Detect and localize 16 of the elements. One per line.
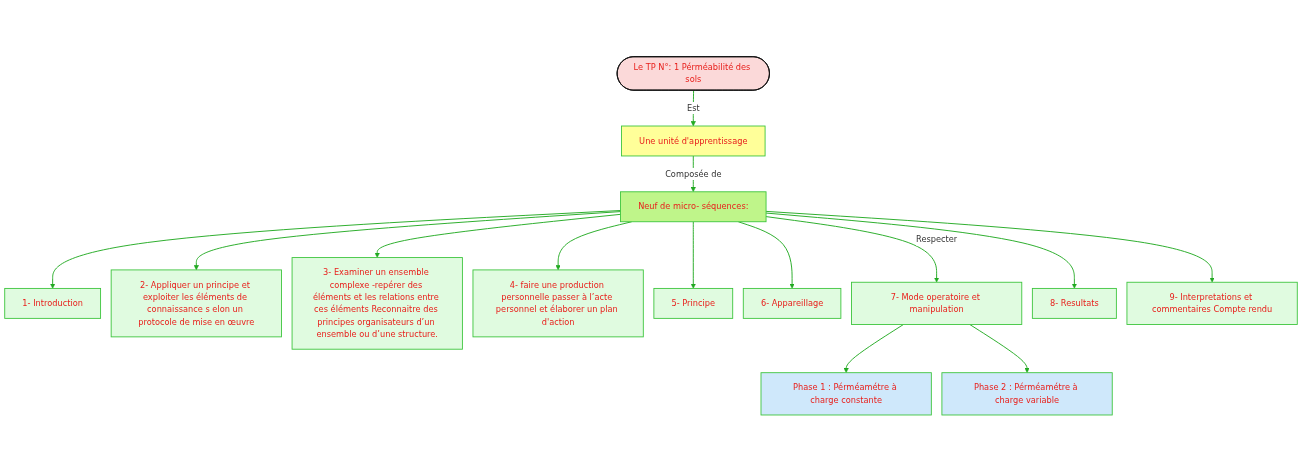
node-box: Neuf de micro- séquences: <box>620 191 767 222</box>
node-box: Phase 1 : Pérméamétre à charge constante <box>760 371 932 416</box>
edge-label: Respecter <box>916 234 958 244</box>
node-box: 1- Introduction <box>4 287 101 319</box>
edge-label: Composée de <box>665 168 722 178</box>
node-box: 9- Interpretations et commentaires Compte rendu <box>1126 281 1298 325</box>
node-box: Phase 2 : Pérméamétre à charge variable <box>941 371 1113 416</box>
node-box: 8- Resultats <box>1031 287 1117 319</box>
node-box: 5- Principe <box>653 287 734 319</box>
node-box: 4- faire une production personnelle passer à l’acte personnel et élaborer un plan d'action <box>472 269 644 337</box>
node-box: 7- Mode operatoire et manipulation <box>851 281 1023 325</box>
node-box: 3- Examiner un ensemble complexe -repérer des éléments et les relations entre ces éléments Reconnaitre des principes organisateurs d’un ensemble ou d’une structure. <box>291 256 463 350</box>
edge-label: Est <box>686 102 700 113</box>
node-box: 2- Appliquer un principe et exploiter les éléments de connaissance s elon un protocole de mise en œuvre <box>110 269 282 337</box>
node-box: 6- Appareillage <box>742 287 842 319</box>
node-box: Une unité d'apprentissage <box>621 125 766 157</box>
